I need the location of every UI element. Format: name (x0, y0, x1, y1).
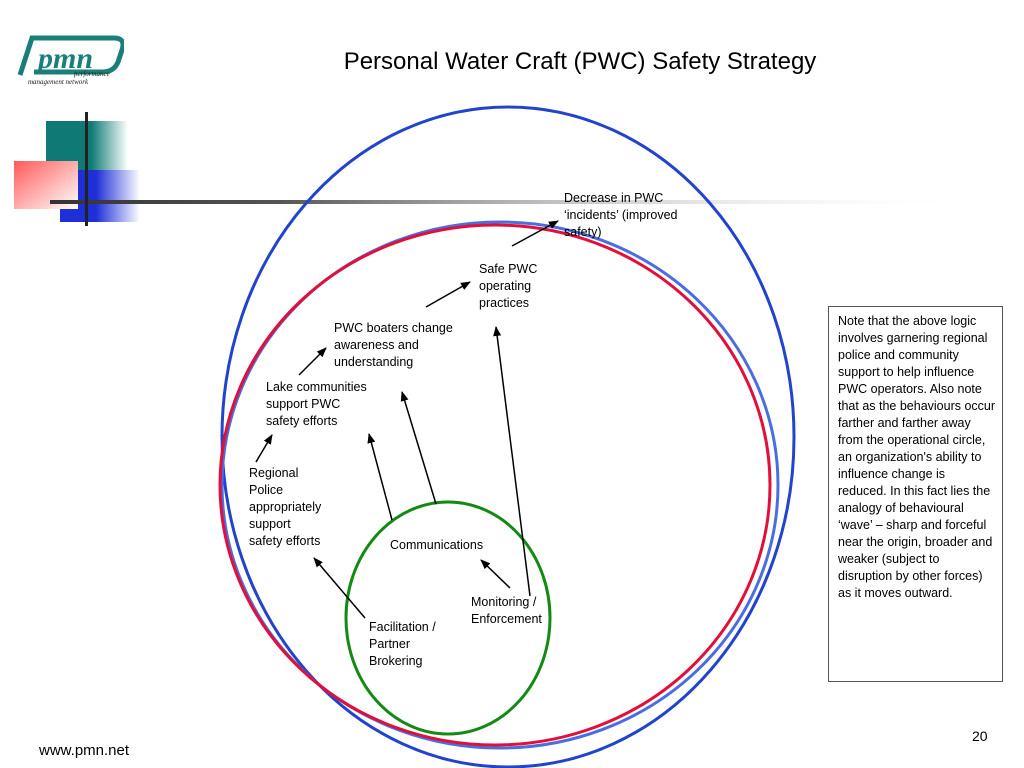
pmn-logo: pmn performance management network (14, 30, 126, 90)
page-title: Personal Water Craft (PWC) Safety Strate… (343, 48, 817, 75)
vertical-rule (85, 112, 88, 226)
logo-tagline-1: performance (74, 70, 110, 78)
arrow-communities-to-awareness (298, 347, 327, 376)
inner-circle (344, 500, 552, 736)
outer-circle (220, 105, 796, 768)
page-number: 20 (972, 728, 988, 744)
decorative-squares (14, 112, 970, 226)
middle-circle-blue (220, 220, 780, 750)
arrow-police-to-communities (255, 434, 273, 463)
arrow-safe-practices-to-outcome (511, 220, 559, 247)
label-monitoring: Monitoring /Enforcement (471, 595, 542, 626)
middle-circle-red (218, 223, 772, 747)
note-box: Note that the above logic involves garne… (828, 306, 1003, 682)
logo-tagline-2: management network (28, 78, 89, 86)
arrow-communications-to-awareness (400, 391, 437, 505)
footer-url[interactable]: www.pmn.net (39, 742, 130, 759)
horizontal-rule (50, 200, 970, 204)
arrow-monitoring-to-communications (480, 559, 511, 589)
pmn-logo-mark: pmn (17, 35, 126, 76)
arrow-monitoring-to-safe-practices (493, 326, 531, 597)
label-communications: Communications (390, 538, 484, 552)
arrow-awareness-to-safe-practices (425, 281, 471, 308)
arrow-facilitation-to-police (313, 557, 366, 619)
svg-text:pmn: pmn (35, 42, 93, 75)
arrow-communications-to-communities (367, 433, 393, 521)
